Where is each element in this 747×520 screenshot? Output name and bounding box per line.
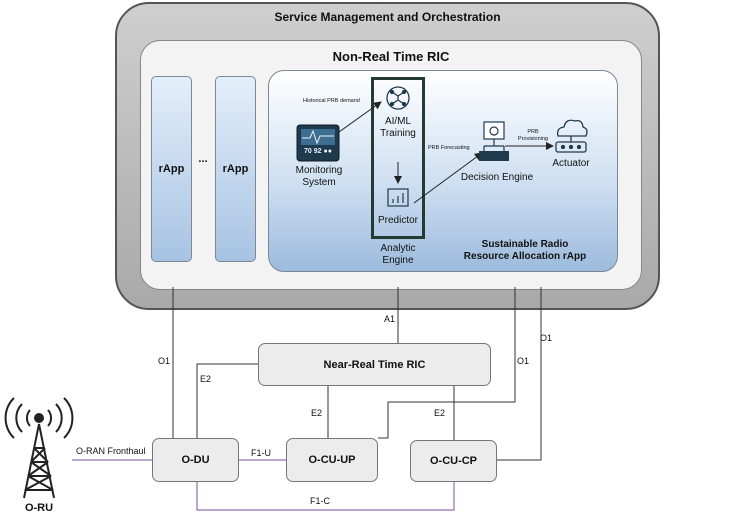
f1c-label: F1-C (310, 496, 330, 506)
sustainable-rapp-box[interactable] (268, 70, 618, 272)
analytic-engine-label: Analytic Engine (380, 243, 416, 266)
o1-mid-label: O1 (517, 356, 530, 366)
ocuup-box[interactable]: O-CU-UP (286, 438, 378, 482)
rapp-label-left: rApp (158, 163, 185, 175)
ocucp-label: O-CU-CP (429, 455, 478, 467)
prb-provisioning-label: PRB Provisioning (518, 129, 548, 142)
oru-label: O-RU (24, 502, 54, 514)
e2-cp-label: E2 (434, 408, 446, 418)
monitoring-system-label: Monitoring System (295, 165, 343, 188)
analytic-engine-box (371, 77, 425, 239)
e2-du-line (196, 363, 258, 438)
forecasting-arrow (413, 152, 483, 204)
o1-right-label: O1 (540, 333, 553, 343)
near-rt-ric-box[interactable]: Near-Real Time RIC (258, 343, 491, 386)
sustainable-rapp-title: Sustainable Radio Resource Allocation rA… (463, 239, 587, 262)
historical-prb-label: Historical PRB demand (303, 98, 360, 104)
aiml-training-label: AI/ML Training (380, 116, 416, 139)
aiml-brain-icon (386, 86, 410, 110)
e2-up-label: E2 (311, 408, 323, 418)
prb-forecasting-label: PRB Forecasting (428, 145, 470, 151)
near-rt-ric-label: Near-Real Time RIC (323, 358, 426, 371)
actuator-cloud-icon (555, 119, 588, 153)
non-rt-ric-title: Non-Real Time RIC (332, 49, 450, 64)
odu-box[interactable]: O-DU (152, 438, 239, 482)
ocuup-label: O-CU-UP (308, 454, 356, 466)
monitoring-screen-text: 70 92 ●● (304, 148, 332, 155)
predictor-chart-icon (387, 188, 409, 207)
e2-du-label: E2 (200, 374, 212, 384)
monitoring-system-icon (296, 124, 340, 162)
rapp-box-right[interactable] (215, 76, 256, 262)
oru-tower-icon (4, 397, 74, 499)
rapp-label-right: rApp (222, 163, 249, 175)
smo-title: Service Management and Orchestration (274, 10, 501, 24)
f1u-label: F1-U (251, 448, 271, 458)
ocucp-box[interactable]: O-CU-CP (410, 440, 497, 482)
predictor-label: Predictor (377, 215, 418, 226)
rapp-box-left[interactable] (151, 76, 192, 262)
decision-engine-icon (479, 121, 509, 161)
a1-label: A1 (384, 314, 396, 324)
o1-left-label: O1 (158, 356, 171, 366)
fronthaul-label: O-RAN Fronthaul (76, 446, 146, 456)
odu-label: O-DU (181, 454, 210, 466)
o1-right-line (497, 287, 542, 461)
f1c-line (196, 482, 455, 511)
actuator-label: Actuator (552, 158, 590, 169)
decision-engine-label: Decision Engine (460, 172, 534, 183)
historical-prb-arrow (338, 101, 382, 133)
rapp-ellipsis: ... (198, 153, 208, 165)
o1-mid-line (378, 287, 516, 439)
